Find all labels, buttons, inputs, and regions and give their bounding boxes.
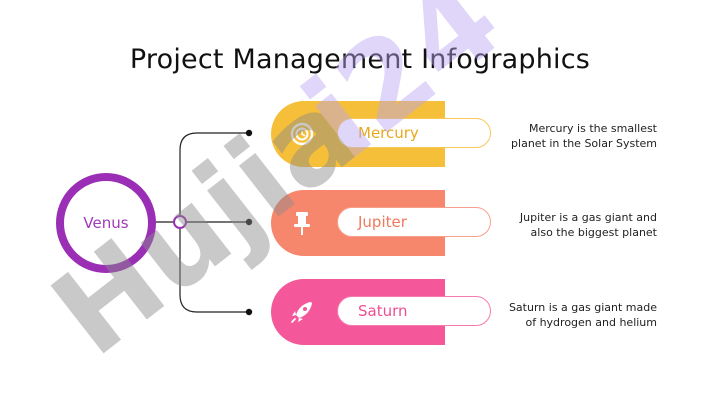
dot-saturn [245,308,253,316]
rocket-icon [291,302,312,323]
description-saturn: Saturn is a gas giant made of hydrogen a… [508,301,657,329]
description-jupiter: Jupiter is a gas giant and also the bigg… [519,211,657,239]
dot-jupiter [245,218,253,226]
clock-icon [290,122,314,146]
center-node: Venus [56,173,156,273]
junction-node [173,215,187,229]
slide-title: Project Management Infographics [129,44,591,75]
description-mercury: Mercury is the smallest planet in the So… [511,122,657,150]
label-mercury: Mercury [337,118,491,148]
dot-mercury [245,129,253,137]
pin-icon [294,212,310,235]
label-saturn: Saturn [337,296,491,326]
center-label: Venus [83,214,129,232]
label-jupiter: Jupiter [337,207,491,237]
